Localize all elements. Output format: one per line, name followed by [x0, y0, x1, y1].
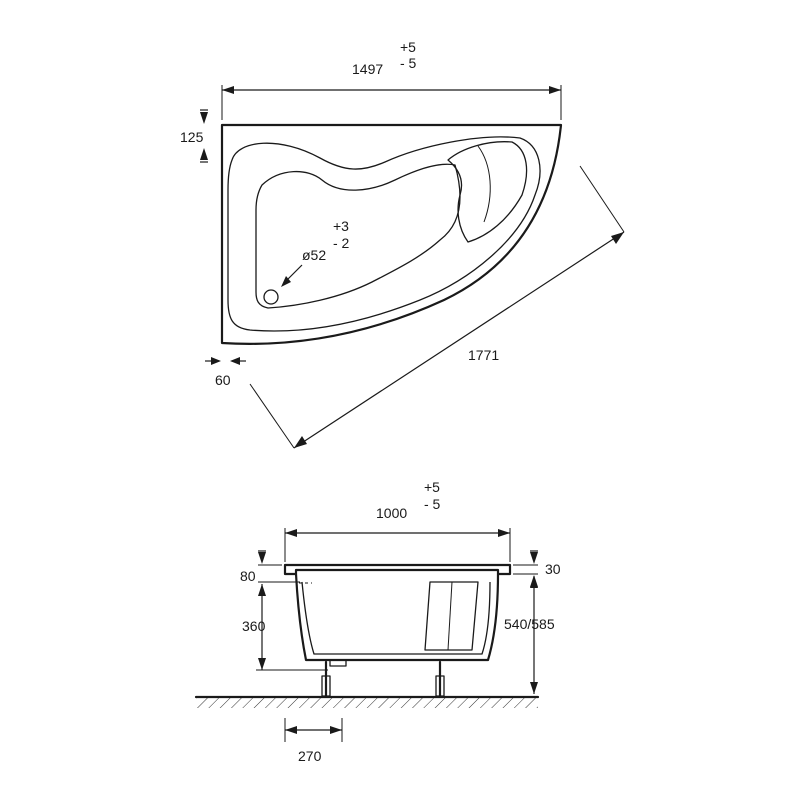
diagonal-ext-top [579, 165, 625, 233]
side-view-rim [283, 563, 512, 576]
side-view-backrest [424, 581, 479, 651]
leg-spacing-arrow-right [330, 726, 342, 734]
drain-tolerance-minus: - 2 [333, 235, 350, 251]
top-width-arrow-right [549, 86, 561, 94]
drain-height-arrow-top [258, 584, 266, 596]
top-view-inner-basin [227, 136, 541, 332]
side-view-backrest-line [447, 581, 453, 651]
top-view: +3 - 2 ø52 1497 +5 - 5 125 60 1771 [180, 39, 625, 449]
leg-spacing-arrow-left [285, 726, 297, 734]
side-width-tol-minus: - 5 [424, 496, 441, 512]
rim-right-arrow-top [530, 552, 538, 564]
total-height-arrow-bottom [530, 682, 538, 694]
top-width-tol-plus: +5 [400, 39, 416, 55]
top-width-tol-minus: - 5 [400, 55, 417, 71]
top-view-backrest-crease [477, 145, 491, 223]
drain-diameter-label: ø52 [302, 247, 326, 263]
drain-tolerance-plus: +3 [333, 218, 349, 234]
rim-right-value: 30 [545, 561, 561, 577]
diagonal-ext-bottom [249, 383, 295, 449]
diagonal-arrow-top [611, 232, 624, 244]
side-width-value: 1000 [376, 505, 407, 521]
diagonal-dimension-line [293, 231, 625, 449]
rim-depth-arrow-bottom [200, 148, 208, 160]
drain-leader-arrow [281, 276, 291, 287]
top-view-outer-rim [220, 123, 563, 345]
drain-height-arrow-bottom [258, 658, 266, 670]
total-height-arrow-top [530, 576, 538, 588]
rim-side-value: 60 [215, 372, 231, 388]
rim-side-arrow-left [211, 357, 221, 365]
top-view-drain [263, 289, 279, 305]
side-width-tol-plus: +5 [424, 479, 440, 495]
rim-side-arrow-right [230, 357, 240, 365]
floor-hatching [196, 698, 538, 708]
side-view-inner-wall [301, 581, 491, 655]
top-width-value: 1497 [352, 61, 383, 77]
leg-spacing-value: 270 [298, 748, 322, 764]
drain-height-value: 360 [242, 618, 266, 634]
rim-left-arrow-top [258, 552, 266, 564]
top-view-backrest [447, 141, 528, 243]
side-width-arrow-right [498, 529, 510, 537]
rim-depth-arrow-top [200, 112, 208, 124]
rim-left-value: 80 [240, 568, 256, 584]
side-view: 1000 +5 - 5 80 30 360 540/585 270 [194, 479, 561, 764]
side-view-drain-outlet [329, 659, 347, 667]
top-view-basin-floor [255, 163, 461, 309]
top-width-arrow-left [222, 86, 234, 94]
rim-depth-value: 125 [180, 129, 204, 145]
diagonal-arrow-bottom [294, 436, 307, 448]
side-view-tub-body [294, 572, 500, 662]
total-height-value: 540/585 [504, 616, 555, 632]
diagonal-value: 1771 [468, 347, 499, 363]
side-width-arrow-left [285, 529, 297, 537]
